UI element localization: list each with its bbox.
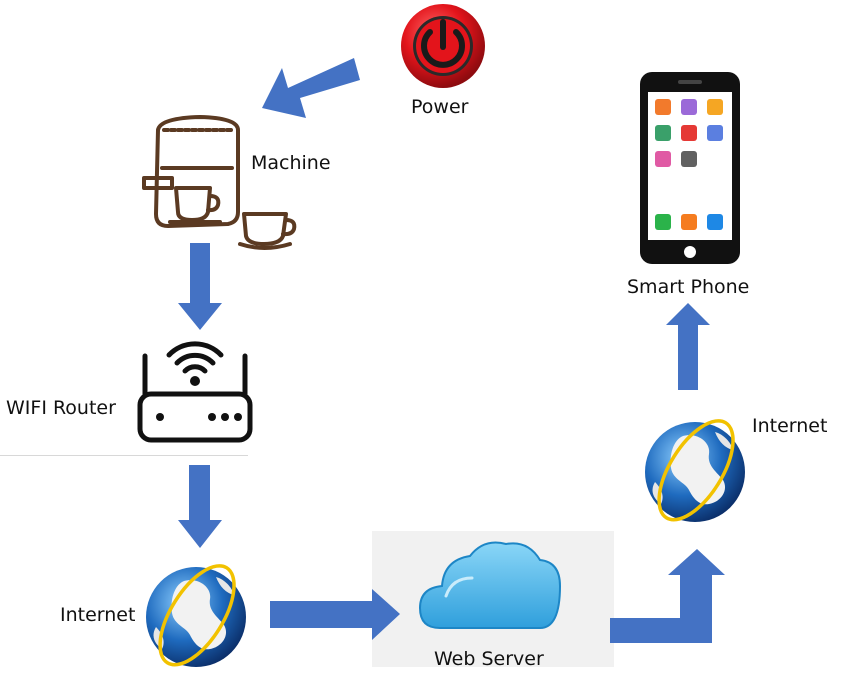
- wifi-router-label: WIFI Router: [6, 397, 116, 419]
- smart-phone-label: Smart Phone: [627, 276, 750, 298]
- arrow-internet-to-server: [270, 589, 400, 640]
- machine-label: Machine: [251, 152, 331, 174]
- power-icon: [401, 4, 485, 88]
- arrow-router-to-internet: [178, 465, 222, 548]
- arrow-machine-to-router: [178, 243, 222, 330]
- wifi-router-icon: [137, 341, 253, 443]
- divider-line: [0, 455, 248, 456]
- coffee-machine-icon: [142, 115, 297, 250]
- globe-icon: [642, 407, 750, 534]
- cloud-icon: [418, 541, 562, 629]
- web-server-label: Web Server: [434, 648, 544, 670]
- internet-left-label: Internet: [60, 604, 136, 626]
- globe-icon: [143, 552, 251, 679]
- arrow-power-to-machine: [262, 58, 360, 118]
- arrow-server-to-internet: [610, 549, 725, 643]
- arrow-internet-to-phone: [666, 303, 710, 390]
- smartphone-icon: [640, 72, 740, 264]
- internet-right-label: Internet: [752, 415, 828, 437]
- power-label: Power: [411, 96, 469, 118]
